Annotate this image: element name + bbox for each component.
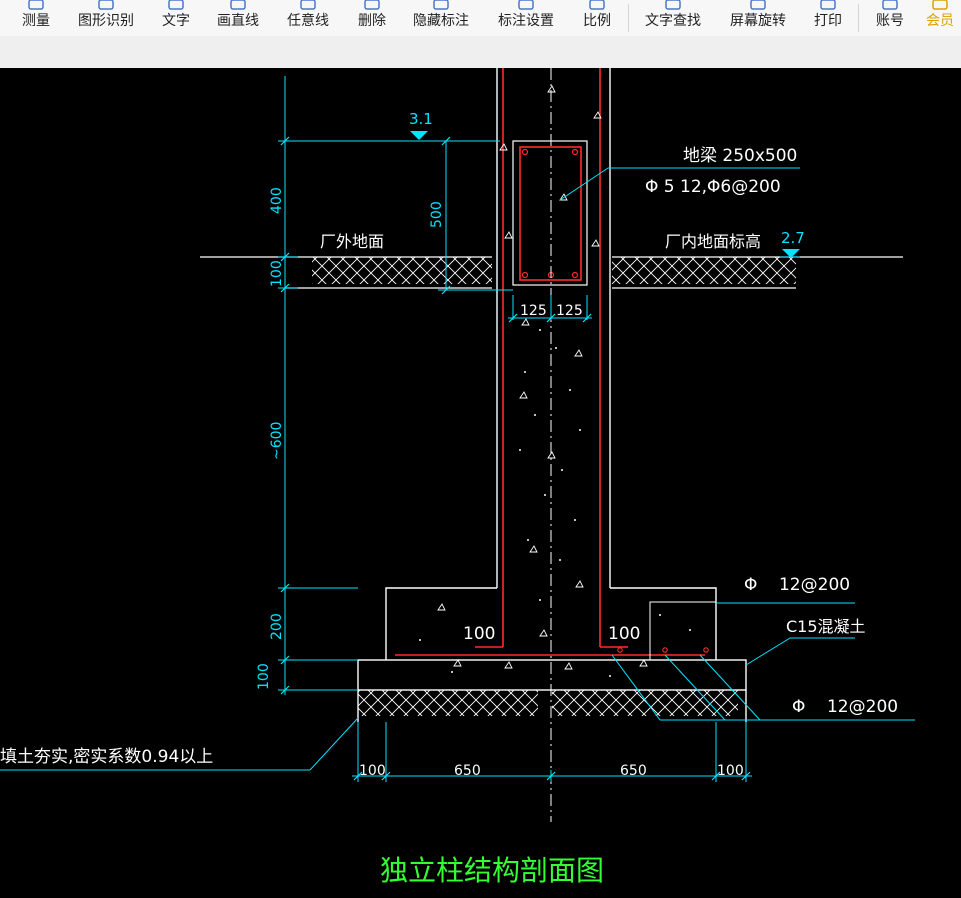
toolbar-item-4[interactable]: 任意线 — [268, 0, 348, 36]
beam-stirrup — [519, 146, 582, 281]
toolbar-item-10[interactable]: 屏幕旋转 — [718, 0, 798, 36]
dim-bottom-100-left: 100 — [359, 763, 386, 779]
toolbar-item-13[interactable]: 会员 — [900, 0, 961, 36]
cad-drawing: 3.1 2.7 地梁 250x500 Φ 5 12,Φ6@200 厂外地面 厂内… — [0, 68, 915, 887]
c15-detail-box — [649, 601, 717, 661]
dim-500: 500 — [429, 201, 445, 228]
toolbar-item-8[interactable]: 比例 — [557, 0, 637, 36]
level-marker-inside — [782, 249, 800, 258]
dim-100-top: 100 — [269, 260, 285, 287]
level-marker-top — [410, 131, 428, 140]
drawing-title: 独立柱结构剖面图 — [380, 854, 604, 887]
toolbar-item-label: 标注设置 — [498, 13, 554, 29]
beam-label: 地梁 250x500 — [683, 146, 797, 166]
vip-icon — [930, 0, 950, 10]
footing-rebar-dots — [617, 647, 709, 653]
cushion-hatch-left — [358, 690, 538, 716]
concrete-note: C15混凝土 — [786, 617, 866, 636]
column-outline — [357, 68, 747, 722]
toolbar-item-0[interactable]: 测量 — [0, 0, 76, 36]
inside-ground-label: 厂内地面标高 — [665, 232, 761, 251]
ground-lines — [200, 256, 903, 289]
toolbar-item-label: 账号 — [876, 13, 904, 29]
toolbar-item-9[interactable]: 文字查找 — [633, 0, 713, 36]
dim-bottom-650-right: 650 — [620, 763, 647, 779]
toolbar-item-label: 图形识别 — [78, 13, 134, 29]
toolbar-item-label: 画直线 — [217, 13, 259, 29]
toolbar-item-label: 屏幕旋转 — [730, 13, 786, 29]
dimension-ticks — [280, 136, 751, 781]
outside-ground-label: 厂外地面 — [320, 232, 384, 251]
cover-right-label: 100 — [608, 624, 640, 644]
toolbar-separator — [858, 4, 859, 32]
freeline-icon — [298, 0, 318, 10]
dim-600: ~600 — [269, 422, 285, 460]
rebar-top-label: Φ 12@200 — [744, 575, 850, 595]
image-recognize-icon — [96, 0, 116, 10]
cushion-hatch-right — [552, 690, 738, 716]
print-icon — [818, 0, 838, 10]
text-search-icon — [663, 0, 683, 10]
ruler-icon — [26, 0, 46, 10]
toolbar-item-label: 打印 — [814, 13, 842, 29]
dim-125-left: 125 — [520, 303, 547, 319]
toolbar-item-6[interactable]: 隐藏标注 — [401, 0, 481, 36]
concrete-speckles — [419, 329, 691, 677]
toolbar-item-2[interactable]: 文字 — [136, 0, 216, 36]
line-icon — [228, 0, 248, 10]
toolbar-item-label: 比例 — [583, 13, 611, 29]
scale-icon — [587, 0, 607, 10]
text-icon — [166, 0, 186, 10]
toolbar-item-7[interactable]: 标注设置 — [486, 0, 566, 36]
toolbar: 测量 图形识别 文字 画直线 任意线 删除 隐藏标注 标注设置 比例 文字查找 屏幕旋转 打印 账号 会员 — [0, 0, 961, 36]
dim-400: 400 — [269, 187, 285, 214]
beam-rebars — [521, 148, 579, 279]
level-inside-text: 2.7 — [781, 229, 805, 247]
rotate-screen-icon — [748, 0, 768, 10]
outside-ground-hatch — [312, 257, 492, 284]
hide-annotation-icon — [431, 0, 451, 10]
level-top-text: 3.1 — [409, 110, 433, 128]
toolbar-item-label: 隐藏标注 — [413, 13, 469, 29]
toolbar-item-5[interactable]: 删除 — [332, 0, 412, 36]
cover-left-label: 100 — [463, 624, 495, 644]
toolbar-item-11[interactable]: 打印 — [788, 0, 868, 36]
dimension-lines — [0, 76, 915, 782]
toolbar-item-label: 删除 — [358, 13, 386, 29]
concrete-aggregate — [437, 85, 648, 670]
toolbar-item-12[interactable]: 账号 — [850, 0, 930, 36]
eraser-icon — [362, 0, 382, 10]
dim-bottom-100-right: 100 — [717, 763, 744, 779]
beam-outline — [512, 140, 588, 286]
toolbar-item-label: 任意线 — [287, 13, 329, 29]
toolbar-item-3[interactable]: 画直线 — [198, 0, 278, 36]
toolbar-item-label: 文字 — [162, 13, 190, 29]
annotation-settings-icon — [516, 0, 536, 10]
dim-200: 200 — [269, 613, 285, 640]
drawing-canvas[interactable]: 3.1 2.7 地梁 250x500 Φ 5 12,Φ6@200 厂外地面 厂内… — [0, 68, 961, 894]
rebar-bottom-label: Φ 12@200 — [792, 697, 898, 717]
beam-rebar-label: Φ 5 12,Φ6@200 — [645, 177, 781, 197]
column-rebars — [395, 68, 705, 656]
toolbar-item-label: 会员 — [926, 13, 954, 29]
dim-125-right: 125 — [556, 303, 583, 319]
account-icon — [880, 0, 900, 10]
dim-bottom-650-left: 650 — [454, 763, 481, 779]
toolbar-item-label: 测量 — [22, 13, 50, 29]
toolbar-separator — [628, 4, 629, 32]
inside-ground-hatch — [612, 257, 796, 284]
toolbar-item-label: 文字查找 — [645, 13, 701, 29]
backfill-note: 填土夯实,密实系数0.94以上 — [0, 747, 213, 767]
dim-100-bottom: 100 — [256, 663, 272, 690]
toolbar-item-1[interactable]: 图形识别 — [66, 0, 146, 36]
secondary-toolbar — [0, 36, 961, 69]
